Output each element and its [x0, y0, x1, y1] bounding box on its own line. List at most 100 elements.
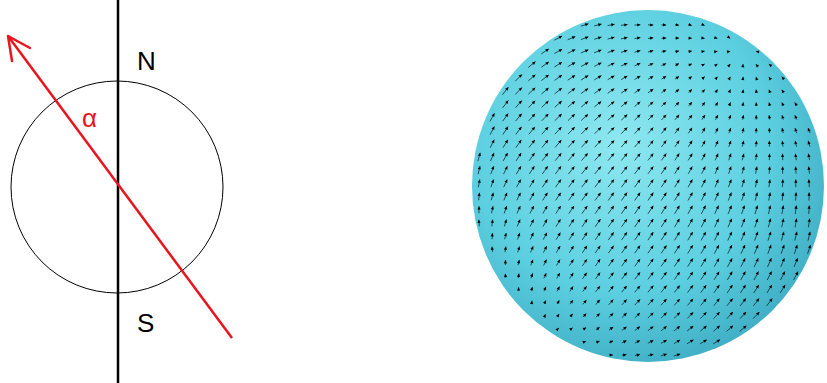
- field-arrow: [742, 141, 743, 147]
- field-arrow: [714, 272, 719, 280]
- field-arrowhead: [742, 206, 745, 210]
- field-arrowhead: [623, 299, 626, 303]
- field-arrow: [742, 167, 744, 174]
- field-arrow: [808, 141, 810, 147]
- field-arrow: [555, 101, 562, 107]
- field-arrowhead: [478, 193, 481, 196]
- field-arrowhead: [637, 102, 640, 105]
- field-arrow: [635, 24, 641, 25]
- field-arrowhead: [794, 193, 797, 196]
- field-arrow: [674, 299, 680, 306]
- field-arrowhead: [650, 272, 653, 276]
- field-arrow: [528, 62, 535, 68]
- field-arrow: [594, 37, 601, 39]
- field-arrowhead: [598, 140, 601, 143]
- field-arrow: [729, 167, 732, 174]
- field-arrow: [635, 340, 640, 343]
- field-arrowhead: [741, 90, 744, 93]
- field-arrowhead: [624, 23, 627, 26]
- field-arrowhead: [477, 206, 480, 209]
- field-arrow: [529, 166, 534, 174]
- field-arrow: [741, 258, 745, 267]
- field-arrow: [700, 326, 706, 331]
- field-arrowhead: [584, 259, 587, 263]
- field-arrowhead: [519, 88, 522, 91]
- field-arrow: [621, 140, 627, 147]
- field-arrowhead: [518, 114, 521, 118]
- field-arrowhead: [769, 90, 772, 94]
- field-arrow: [714, 312, 720, 319]
- field-arrow: [728, 219, 732, 228]
- field-arrowhead: [728, 90, 731, 94]
- field-arrowhead: [703, 180, 706, 184]
- field-arrowhead: [677, 219, 680, 223]
- field-arrow: [648, 340, 654, 343]
- field-arrowhead: [677, 353, 681, 356]
- field-arrowhead: [703, 258, 706, 262]
- field-arrowhead: [690, 193, 693, 197]
- field-arrow: [504, 220, 506, 227]
- field-arrow: [621, 63, 627, 66]
- field-arrow: [555, 153, 561, 161]
- field-arrow: [648, 167, 653, 174]
- field-arrowhead: [689, 102, 692, 106]
- field-arrow: [609, 300, 614, 305]
- field-arrowhead: [690, 312, 693, 315]
- field-arrowhead: [505, 87, 508, 91]
- field-arrowhead: [728, 141, 731, 145]
- field-arrowhead: [676, 50, 680, 53]
- field-arrow: [675, 141, 680, 147]
- field-arrowhead: [756, 312, 759, 315]
- field-arrowhead: [663, 102, 666, 105]
- field-arrowhead: [597, 219, 600, 223]
- field-arrowhead: [624, 128, 627, 131]
- field-arrow: [568, 153, 574, 161]
- field-arrowhead: [583, 286, 586, 290]
- field-arrowhead: [585, 114, 588, 117]
- field-arrow: [516, 101, 522, 108]
- field-arrowhead: [596, 313, 599, 316]
- field-arrowhead: [583, 327, 587, 330]
- field-arrow: [674, 259, 679, 267]
- field-arrowhead: [610, 341, 614, 344]
- field-arrowhead: [729, 285, 732, 289]
- field-arrowhead: [756, 258, 759, 262]
- field-arrow: [556, 180, 562, 188]
- field-arrow: [622, 286, 627, 292]
- field-arrow: [688, 180, 692, 188]
- field-arrow: [569, 219, 574, 227]
- field-arrow: [608, 206, 614, 214]
- field-arrowhead: [532, 114, 535, 117]
- field-arrow: [742, 102, 744, 106]
- field-arrowhead: [545, 166, 548, 170]
- field-arrowhead: [743, 326, 746, 329]
- field-arrowhead: [624, 180, 627, 184]
- field-arrowhead: [559, 62, 563, 65]
- field-arrow: [782, 180, 784, 188]
- field-arrowhead: [598, 180, 601, 184]
- field-arrowhead: [677, 313, 680, 316]
- field-arrowhead: [807, 167, 810, 170]
- field-arrowhead: [755, 167, 758, 170]
- field-arrow: [782, 154, 783, 161]
- field-arrowhead: [716, 258, 719, 262]
- field-arrow: [608, 37, 615, 39]
- field-arrowhead: [624, 219, 627, 223]
- field-arrowhead: [716, 193, 719, 197]
- field-arrowhead: [519, 74, 522, 77]
- field-arrow: [608, 63, 615, 66]
- field-arrowhead: [519, 101, 522, 104]
- field-arrowhead: [716, 312, 719, 316]
- field-arrowhead: [742, 219, 745, 223]
- field-arrowhead: [689, 37, 692, 40]
- field-arrow: [728, 180, 731, 188]
- field-arrow: [595, 193, 601, 201]
- field-arrowhead: [491, 220, 494, 223]
- field-arrow: [517, 193, 521, 201]
- field-arrow: [648, 141, 653, 148]
- field-arrowhead: [650, 63, 654, 66]
- field-arrowhead: [532, 140, 535, 144]
- field-arrow: [581, 114, 588, 120]
- field-arrow: [662, 64, 667, 66]
- field-arrowhead: [703, 272, 706, 276]
